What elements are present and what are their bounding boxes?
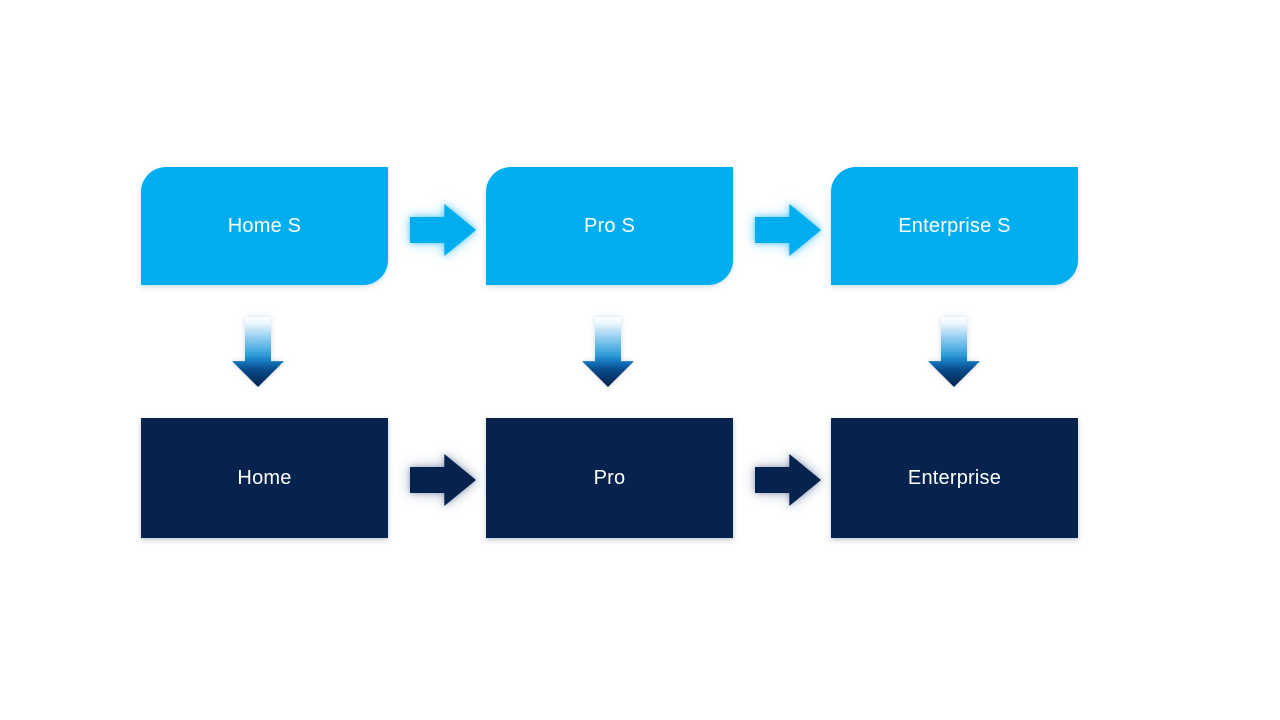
right-arrow-shape xyxy=(755,204,821,256)
node-home[interactable]: Home xyxy=(141,418,388,538)
node-pro[interactable]: Pro xyxy=(486,418,733,538)
right-arrow-shape xyxy=(410,204,476,256)
down-arrow-icon[interactable] xyxy=(582,317,634,387)
node-home-label: Home xyxy=(237,466,292,489)
node-pro-label: Pro xyxy=(593,466,626,489)
right-arrow-icon[interactable] xyxy=(410,454,476,506)
down-arrow-icon[interactable] xyxy=(928,317,980,387)
right-arrow-icon[interactable] xyxy=(410,204,476,256)
node-enterprise-label: Enterprise xyxy=(907,466,1002,489)
down-arrow-icon[interactable] xyxy=(232,317,284,387)
right-arrow-icon[interactable] xyxy=(755,204,821,256)
node-enterprise-s-label: Enterprise S xyxy=(898,214,1011,237)
right-arrow-icon[interactable] xyxy=(755,454,821,506)
right-arrow-shape xyxy=(410,454,476,506)
node-pro-s[interactable]: Pro S xyxy=(486,167,733,285)
node-pro-s-label: Pro S xyxy=(583,214,636,237)
node-enterprise[interactable]: Enterprise xyxy=(831,418,1078,538)
node-home-s[interactable]: Home S xyxy=(141,167,388,285)
down-arrow-shape xyxy=(928,317,980,387)
node-home-s-label: Home S xyxy=(227,214,302,237)
down-arrow-shape xyxy=(582,317,634,387)
right-arrow-shape xyxy=(755,454,821,506)
down-arrow-shape xyxy=(232,317,284,387)
node-enterprise-s[interactable]: Enterprise S xyxy=(831,167,1078,285)
